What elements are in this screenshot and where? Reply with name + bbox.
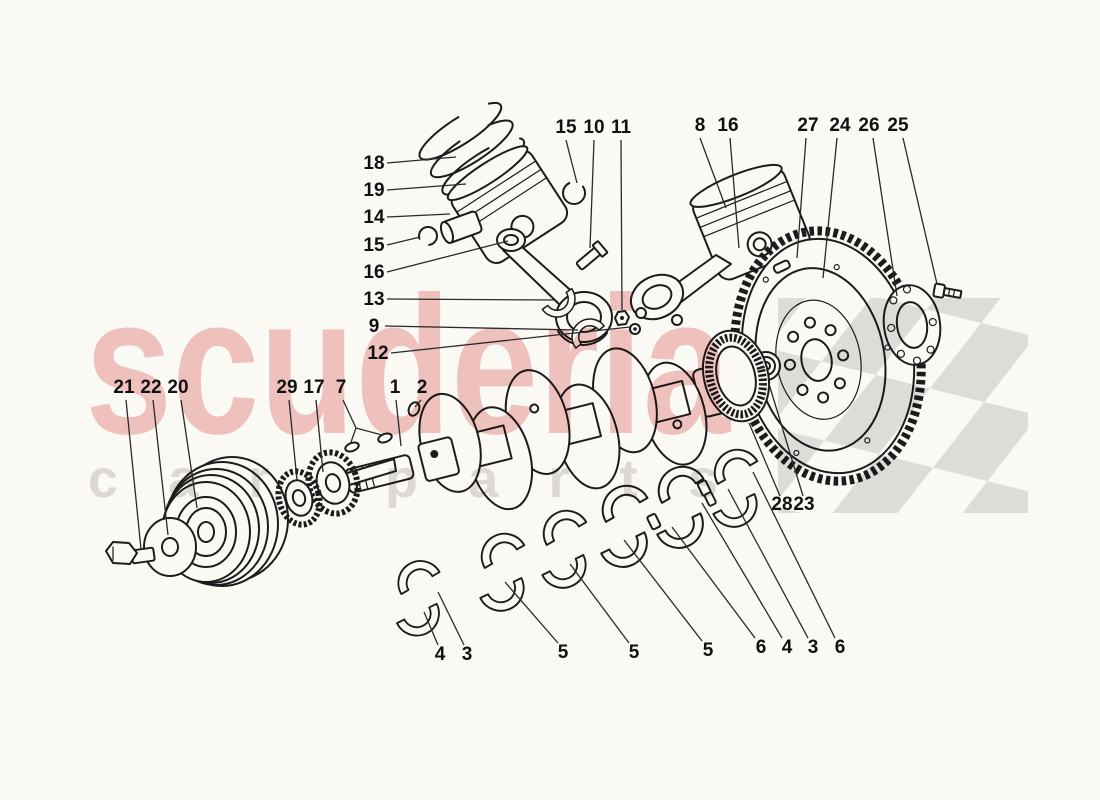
main-bearing-set-3 xyxy=(534,501,595,597)
part-label-9: 9 xyxy=(369,316,380,337)
part-label-8: 8 xyxy=(695,115,706,136)
part-label-22: 22 xyxy=(140,377,161,398)
part-label-5: 5 xyxy=(629,642,640,663)
part-label-6: 6 xyxy=(835,637,846,658)
crankshaft-drawing xyxy=(344,347,757,511)
part-label-1: 1 xyxy=(390,377,401,398)
leader-line xyxy=(569,563,630,644)
checkered-flag-graphic xyxy=(778,298,1028,513)
leader-line xyxy=(386,298,555,301)
leader-line xyxy=(437,591,465,646)
part-label-20: 20 xyxy=(167,377,188,398)
part-label-27: 27 xyxy=(797,115,818,136)
leader-line xyxy=(748,422,781,497)
piston-ring-drawing xyxy=(429,119,514,179)
part-label-4: 4 xyxy=(782,637,793,658)
main-bearing-set-5-thrust xyxy=(646,457,712,557)
left-piston-drawing xyxy=(418,101,569,264)
part-label-6: 6 xyxy=(756,637,767,658)
leader-line xyxy=(620,139,623,311)
leader-line xyxy=(822,137,838,279)
timing-gears-drawing xyxy=(275,449,397,528)
leader-line xyxy=(355,427,383,436)
part-label-11: 11 xyxy=(611,117,632,138)
part-label-16: 16 xyxy=(717,115,738,136)
leader-line xyxy=(386,183,467,191)
leader-line xyxy=(902,137,938,285)
leader-line xyxy=(395,399,402,447)
leader-line xyxy=(125,399,142,550)
part-label-28: 28 xyxy=(771,494,792,515)
leader-line xyxy=(386,213,451,218)
leader-line xyxy=(699,137,727,209)
main-bearing-set-2 xyxy=(472,524,533,620)
circlip-drawing xyxy=(418,226,438,246)
leader-line xyxy=(414,399,422,408)
part-label-5: 5 xyxy=(558,642,569,663)
part-label-5: 5 xyxy=(703,640,714,661)
leader-line xyxy=(796,137,807,259)
leader-line xyxy=(390,326,631,354)
part-label-29: 29 xyxy=(276,377,297,398)
leader-line xyxy=(180,399,198,509)
main-bearing-set-6 xyxy=(703,440,766,536)
seal-ring-drawing xyxy=(702,329,770,423)
part-label-23: 23 xyxy=(793,494,814,515)
part-label-7: 7 xyxy=(336,377,347,398)
leader-line xyxy=(315,399,324,473)
leader-line xyxy=(729,137,740,249)
leader-line xyxy=(152,399,169,536)
leader-line xyxy=(423,611,439,646)
leader-line xyxy=(386,240,509,273)
part-label-4: 4 xyxy=(435,644,446,665)
rod-washer-drawing xyxy=(629,323,641,335)
leader-line xyxy=(386,236,421,246)
rod-bolt-drawing xyxy=(575,240,609,271)
leader-line xyxy=(768,383,804,497)
main-bearing-set-1 xyxy=(389,551,448,644)
part-label-10: 10 xyxy=(583,117,604,138)
part-label-21: 21 xyxy=(113,377,135,398)
piston-ring-drawing xyxy=(418,101,503,161)
woodruff-keys-drawing xyxy=(344,432,393,453)
part-label-17: 17 xyxy=(303,377,324,398)
part-label-3: 3 xyxy=(462,644,473,665)
leader-line xyxy=(565,139,578,184)
part-label-19: 19 xyxy=(363,180,384,201)
right-connecting-rod-drawing xyxy=(629,254,732,326)
hub-washer-drawing xyxy=(143,517,197,577)
wrist-pin-bushing-drawing xyxy=(439,210,483,244)
part-label-3: 3 xyxy=(808,637,819,658)
part-label-16: 16 xyxy=(363,262,384,283)
leader-line xyxy=(386,156,457,164)
leader-line xyxy=(589,139,595,249)
part-label-2: 2 xyxy=(417,377,428,398)
circlip-drawing xyxy=(562,181,586,205)
leader-line xyxy=(671,526,756,639)
part-label-25: 25 xyxy=(887,115,909,136)
leader-line xyxy=(752,471,836,639)
watermark-brand-text: scuderia xyxy=(85,256,732,475)
part-label-14: 14 xyxy=(363,207,385,228)
part-label-15: 15 xyxy=(555,117,577,138)
watermark-tagline-text: car parts xyxy=(88,449,718,509)
leader-line xyxy=(701,502,783,639)
part-label-12: 12 xyxy=(367,343,388,364)
front-bolt-drawing xyxy=(105,541,156,565)
flange-bolt-drawing xyxy=(932,282,963,299)
part-label-26: 26 xyxy=(858,115,879,136)
part-label-13: 13 xyxy=(363,289,384,310)
part-label-15: 15 xyxy=(363,235,385,256)
leader-line xyxy=(384,325,579,331)
leader-line xyxy=(504,581,559,644)
part-label-24: 24 xyxy=(829,115,851,136)
leader-line xyxy=(872,137,898,297)
part-label-18: 18 xyxy=(363,153,384,174)
leader-line xyxy=(727,488,809,639)
leader-line xyxy=(623,539,703,642)
leader-line xyxy=(288,399,298,481)
